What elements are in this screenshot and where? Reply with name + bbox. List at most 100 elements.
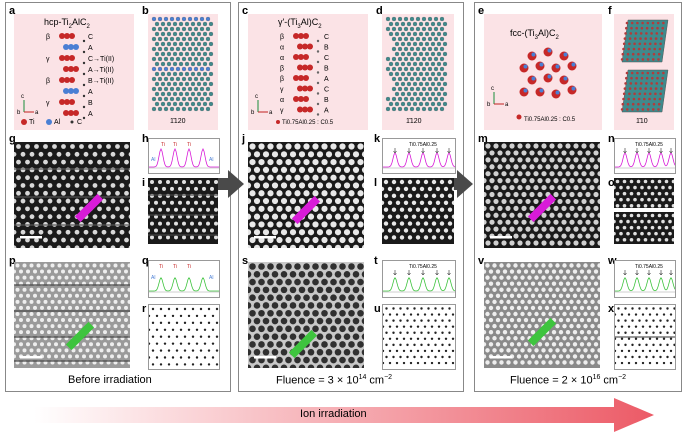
atom-column — [551, 293, 557, 299]
atom-column — [489, 178, 495, 184]
atom-column — [357, 174, 364, 181]
atom-mixed — [539, 88, 544, 93]
atom-column — [357, 325, 364, 333]
atom-column — [513, 263, 518, 268]
atom-column — [195, 342, 199, 345]
atom-column — [38, 183, 44, 188]
atom-column — [191, 363, 195, 366]
atom-column — [516, 329, 522, 335]
atom-column — [485, 348, 490, 353]
atom-column — [485, 336, 490, 341]
atom-column — [641, 337, 645, 341]
carbon-atom — [82, 39, 86, 43]
atom-column — [521, 191, 527, 198]
lattice-atom — [391, 26, 397, 32]
atom-column — [276, 158, 283, 166]
lattice-atom — [631, 58, 634, 61]
atom-column — [117, 269, 121, 274]
atom-column — [565, 269, 571, 274]
profile-arrow — [447, 270, 451, 276]
atom-column — [650, 237, 655, 242]
lattice-atom — [193, 86, 199, 92]
lattice-atom — [634, 87, 637, 90]
lattice-atom — [193, 16, 199, 22]
atom-column — [530, 354, 536, 359]
lattice-atom — [628, 92, 631, 96]
panel-label-m: m — [478, 133, 488, 145]
atom-column — [99, 275, 104, 280]
layer-band — [14, 224, 130, 226]
atom-column — [657, 179, 662, 184]
atom-column — [492, 263, 497, 268]
atom-column — [629, 225, 634, 230]
atom-column — [150, 221, 154, 226]
lattice-atom — [433, 46, 439, 52]
atom-column — [505, 219, 511, 225]
atom-column — [392, 343, 395, 347]
atom-column — [158, 221, 162, 226]
lattice-atom — [651, 26, 654, 30]
atom-column — [573, 171, 579, 177]
atom-column — [38, 229, 44, 235]
atom-column — [74, 151, 80, 157]
atom-column — [120, 324, 125, 329]
atom-column — [82, 342, 86, 347]
atom-column — [497, 219, 503, 225]
atom-column — [509, 171, 515, 177]
atom-column — [361, 286, 364, 294]
atom-column — [325, 286, 333, 294]
atom-column — [110, 183, 116, 188]
atom-column — [339, 341, 346, 348]
lattice-atom — [199, 46, 205, 52]
atom-column — [638, 355, 641, 359]
atom-column — [70, 175, 75, 181]
atom-column — [88, 144, 93, 149]
atom-column — [271, 286, 279, 294]
atom-column — [569, 311, 574, 317]
lattice-atom — [412, 61, 418, 67]
atom-column — [361, 213, 364, 220]
atom-column — [485, 323, 490, 329]
atom-column — [29, 299, 34, 304]
lattice-atom — [439, 36, 445, 42]
atom-column — [57, 299, 62, 304]
atom-column — [671, 213, 674, 218]
atom-column — [174, 235, 178, 240]
atom-column — [495, 317, 501, 323]
lattice-atom — [196, 71, 202, 77]
atom-column — [167, 363, 171, 366]
panel-d-orientation: 1̄120 — [406, 118, 422, 125]
atom-column — [555, 287, 560, 292]
atom-column — [75, 305, 79, 310]
atom-column — [361, 198, 364, 204]
atom-column — [403, 186, 409, 192]
atom-column — [411, 186, 417, 192]
atom-column — [57, 287, 62, 292]
atom-column — [78, 348, 83, 353]
lattice-atom — [190, 101, 196, 107]
atom-column — [186, 200, 190, 205]
atom-column — [47, 198, 53, 204]
atom-column — [210, 186, 214, 191]
atom-column — [383, 313, 385, 316]
atom-column — [89, 342, 93, 347]
atom-column — [303, 325, 310, 333]
atom-column — [29, 151, 35, 157]
atom-column — [484, 329, 487, 335]
lattice-atom — [412, 81, 418, 87]
atom-column — [485, 275, 490, 280]
atom-column — [537, 293, 543, 299]
atom-column — [626, 231, 630, 236]
atom-column — [493, 157, 499, 163]
atom-column — [280, 151, 288, 158]
atom-column — [597, 311, 600, 317]
atom-column — [117, 354, 121, 359]
profile-arrow — [407, 148, 411, 154]
atom-column — [634, 313, 638, 316]
atom-column — [61, 175, 66, 181]
lattice-atom — [157, 76, 163, 82]
scale-bar — [490, 236, 512, 239]
atom-column — [343, 302, 351, 309]
atom-column — [174, 221, 178, 226]
atom-column — [198, 235, 202, 240]
